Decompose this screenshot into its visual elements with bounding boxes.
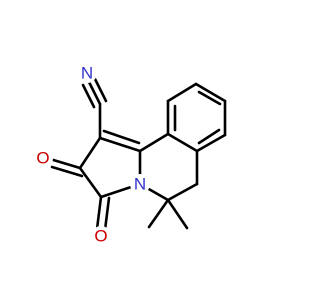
atom-label: N	[81, 64, 93, 83]
bond	[197, 128, 221, 145]
atom-nitrile-nitrogen: N	[77, 63, 97, 83]
bond	[102, 129, 141, 145]
bond	[78, 166, 103, 199]
bond	[103, 196, 111, 232]
bond	[138, 132, 170, 153]
atom-label: O	[36, 149, 49, 168]
atom-carbonyl-oxygen-lower: O	[91, 226, 111, 246]
atom-carbonyl-oxygen-upper: O	[33, 148, 53, 168]
bond	[194, 82, 227, 103]
molecule-canvas: N N O O	[33, 63, 227, 246]
bond	[98, 136, 142, 153]
bond	[197, 90, 222, 106]
bond	[147, 198, 170, 229]
bond	[81, 83, 96, 109]
bond	[87, 80, 102, 106]
bond	[166, 182, 199, 202]
bond	[166, 82, 198, 103]
bond	[166, 132, 199, 153]
atom-ring-nitrogen: N	[130, 174, 150, 194]
bond	[78, 136, 102, 170]
atom-label: O	[94, 227, 107, 246]
bond	[50, 165, 84, 178]
bond	[48, 157, 82, 170]
bond	[166, 198, 189, 230]
atom-label: N	[134, 175, 146, 194]
bond	[95, 195, 103, 231]
bond	[195, 133, 227, 153]
molecule-structure: N N O O	[33, 63, 227, 246]
bond	[93, 77, 108, 103]
